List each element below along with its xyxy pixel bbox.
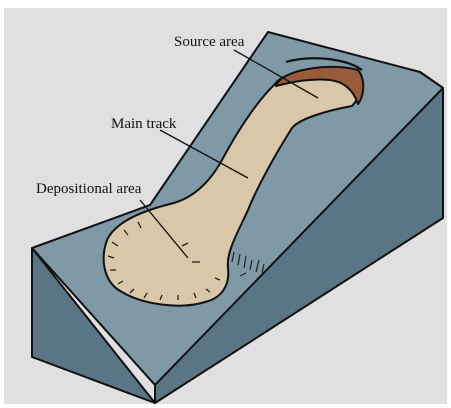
- label-depositional-area: Depositional area: [36, 181, 142, 197]
- label-source-area: Source area: [174, 34, 245, 50]
- label-main-track: Main track: [111, 116, 177, 132]
